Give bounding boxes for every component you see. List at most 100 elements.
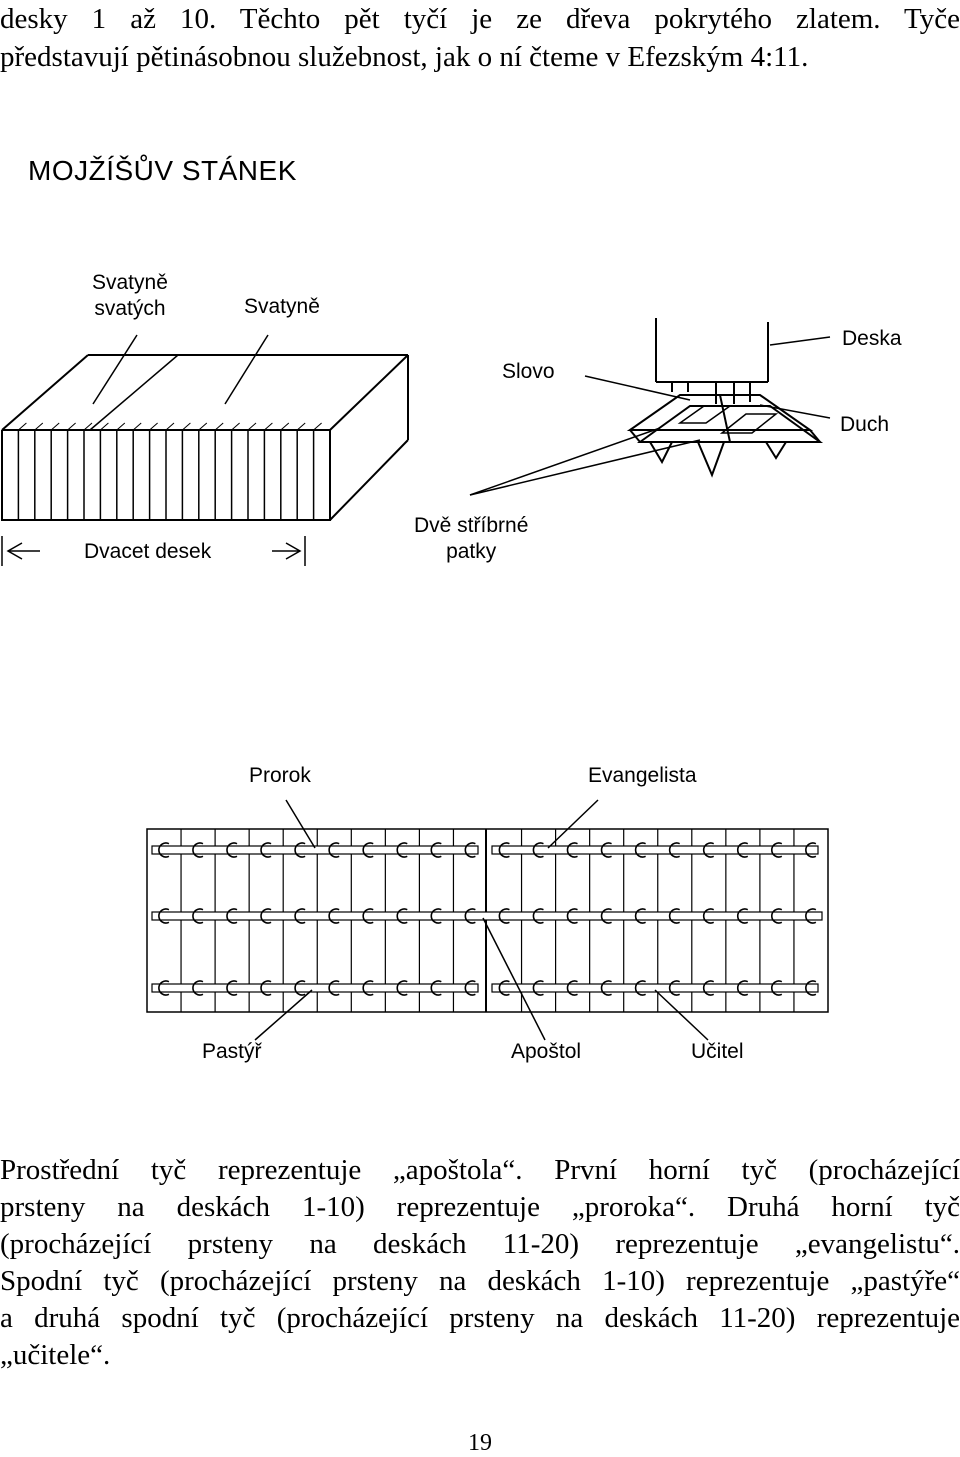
- page-number: 19: [468, 1430, 492, 1456]
- label-evangelist: Evangelista: [588, 764, 697, 787]
- label-board: Deska: [842, 327, 902, 350]
- ring: [260, 908, 272, 924]
- ring: [192, 980, 204, 996]
- ring: [600, 908, 612, 924]
- rod: [151, 911, 823, 921]
- ring: [634, 908, 646, 924]
- ring: [294, 842, 306, 858]
- box-slat-line: [116, 422, 126, 431]
- board-detail: [626, 318, 824, 478]
- ring: [158, 908, 170, 924]
- ring: [805, 842, 817, 858]
- ring: [634, 842, 646, 858]
- ring: [226, 980, 238, 996]
- label-silver-sockets-line-2: patky: [446, 540, 497, 563]
- ring: [498, 908, 510, 924]
- explanation-paragraph: Prostřední tyč reprezentuje „apoštola“. …: [0, 1152, 960, 1374]
- intro-line-2: představují pětinásobnou služebnost, jak…: [0, 41, 809, 73]
- box-slat-line: [247, 422, 257, 431]
- box-slat-line: [83, 422, 93, 431]
- ring: [498, 842, 510, 858]
- ring: [702, 908, 715, 924]
- box-slat-line: [18, 422, 27, 431]
- board-box: [1, 354, 409, 521]
- ring: [805, 908, 817, 924]
- label-spirit: Duch: [840, 413, 890, 436]
- box-slat-line: [165, 422, 175, 431]
- ring: [805, 980, 817, 996]
- box-slat-line: [198, 422, 208, 431]
- ring: [566, 908, 578, 924]
- label-holy-of-holies-line-2: svatých: [94, 297, 166, 320]
- rod: [491, 845, 819, 855]
- intro-paragraph: desky 1 až 10. Těchto pět tyčí je ze dře…: [0, 0, 960, 76]
- box-slat-line: [214, 422, 224, 431]
- label-prophet: Prorok: [249, 764, 311, 787]
- ring: [430, 980, 442, 996]
- ring: [192, 842, 204, 858]
- ring: [396, 980, 408, 996]
- ring: [362, 842, 374, 858]
- ring: [260, 980, 272, 996]
- ring: [396, 842, 408, 858]
- ring: [532, 842, 544, 858]
- ring: [464, 842, 476, 858]
- ring: [396, 908, 408, 924]
- ring: [294, 908, 306, 924]
- figure-title: MOJŽÍŠŮV STÁNEK: [28, 155, 297, 186]
- box-slat-line: [296, 422, 306, 431]
- ring: [430, 908, 442, 924]
- ring: [464, 908, 476, 924]
- explanation-line-5: a druhá spodní tyč (procházející prsteny…: [0, 1302, 960, 1334]
- ring: [532, 908, 544, 924]
- explanation-line-1: Prostřední tyč reprezentuje „apoštola“. …: [0, 1154, 960, 1186]
- ring: [600, 842, 612, 858]
- box-slat-line: [132, 422, 142, 431]
- ring: [158, 842, 170, 858]
- ring: [566, 980, 578, 996]
- ring: [430, 842, 442, 858]
- ring: [702, 842, 715, 858]
- box-slat-line: [280, 422, 290, 431]
- bar-rods: [151, 845, 823, 993]
- explanation-line-2: prsteny na deskách 1-10) reprezentuje „p…: [0, 1191, 960, 1223]
- label-silver-sockets-line-1: Dvě stříbrné: [414, 514, 529, 537]
- ring: [771, 842, 783, 858]
- label-silver-sockets: Dvě stříbrné patky: [414, 513, 528, 565]
- ring: [668, 980, 681, 996]
- box-top-slats: [18, 422, 322, 431]
- label-twenty-boards: Dvacet desek: [84, 540, 212, 563]
- ring: [771, 908, 783, 924]
- box-slat-line: [34, 422, 44, 431]
- ring: [498, 980, 510, 996]
- label-shepherd: Pastýř: [202, 1040, 262, 1063]
- ring: [328, 980, 340, 996]
- dimension-arrows: [1, 536, 306, 566]
- ring: [328, 908, 340, 924]
- ring: [362, 908, 374, 924]
- ring: [226, 842, 238, 858]
- ring: [737, 842, 749, 858]
- explanation-line-4: Spodní tyč (procházející prsteny na desk…: [0, 1265, 960, 1297]
- bar-leaders: [254, 799, 709, 1041]
- ring: [634, 980, 646, 996]
- ring: [737, 980, 749, 996]
- ring: [532, 980, 544, 996]
- box-slat-line: [149, 422, 158, 431]
- box-slat-line: [50, 422, 60, 431]
- box-slat-line: [182, 422, 191, 431]
- ring: [771, 980, 783, 996]
- bar-rings: [158, 842, 817, 996]
- label-holy-of-holies-line-1: Svatyně: [92, 271, 168, 294]
- ring: [294, 980, 306, 996]
- ring: [158, 980, 170, 996]
- box-slat-line: [100, 422, 109, 431]
- ring: [464, 980, 476, 996]
- rod: [151, 845, 479, 855]
- box-slat-line: [231, 422, 240, 431]
- ring: [328, 842, 340, 858]
- ring: [362, 980, 374, 996]
- label-apostle: Apoštol: [511, 1040, 582, 1063]
- box-slat-line: [264, 422, 273, 431]
